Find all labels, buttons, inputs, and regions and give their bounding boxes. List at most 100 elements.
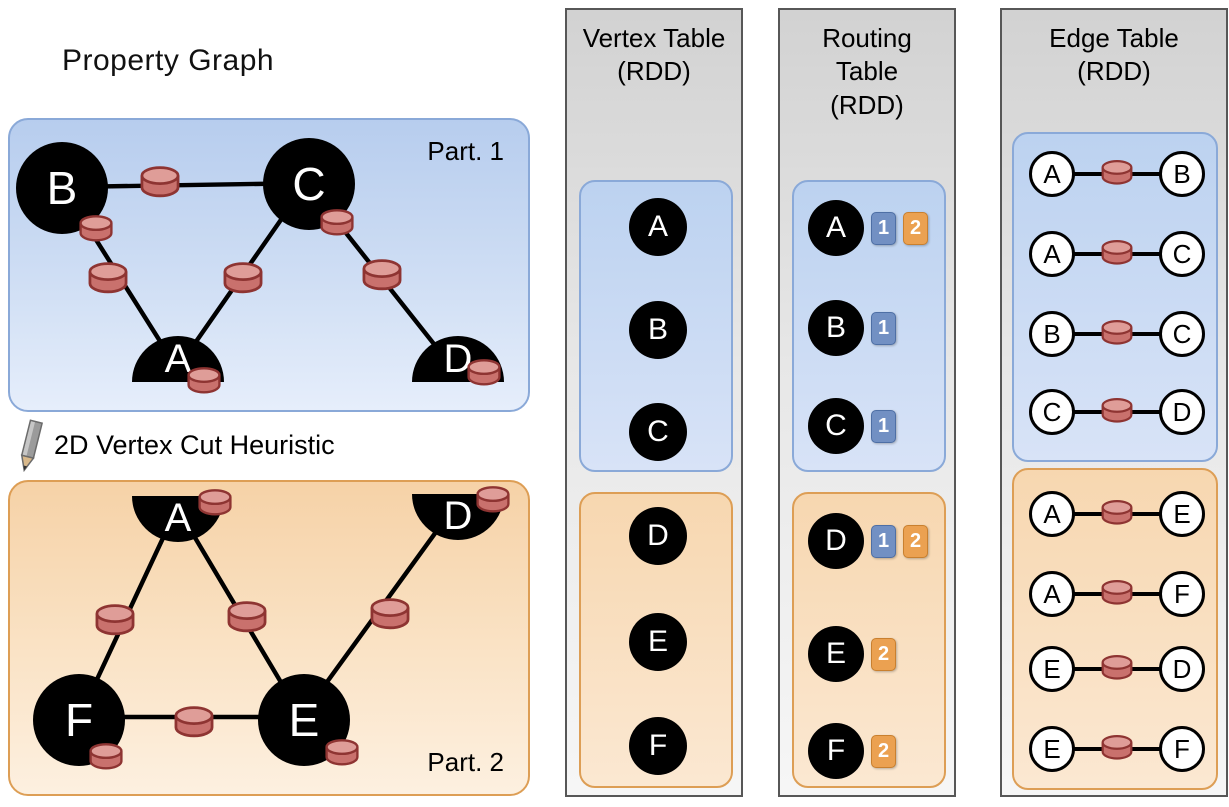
edge-src-vertex: A xyxy=(1029,491,1075,537)
vertex-chip: E xyxy=(808,626,864,682)
routing-row: D 1 2 xyxy=(808,513,928,569)
edge-row: A F xyxy=(1029,571,1205,617)
edge-property-icon xyxy=(95,604,135,636)
edge-src-vertex: E xyxy=(1029,646,1075,692)
routing-row: C 1 xyxy=(808,398,896,454)
edge-property-icon xyxy=(140,166,180,198)
edge-property-icon xyxy=(88,262,128,294)
edge-table-part2-box: A E A F E D E F xyxy=(1012,468,1218,790)
edge-dst-vertex: D xyxy=(1159,646,1205,692)
edge-dst-vertex: F xyxy=(1159,726,1205,772)
edge-row: E D xyxy=(1029,646,1205,692)
vertex-chip: C xyxy=(808,398,864,454)
pencil-icon xyxy=(20,419,44,473)
vertex-property-icon xyxy=(467,359,501,386)
edge-table-column: Edge Table (RDD) A B A C B C xyxy=(1000,8,1228,797)
routing-table-part2-box: D 1 2 E 2 F 2 xyxy=(792,492,946,788)
vertex-chip: F xyxy=(629,717,687,775)
partition-1-badge: 1 xyxy=(871,524,896,558)
vertex-chip: B xyxy=(629,301,687,359)
vertex-property-icon xyxy=(320,209,354,236)
edge-table-part1-box: A B A C B C C D xyxy=(1012,132,1218,462)
vertex-chip: C xyxy=(629,403,687,461)
edge-dst-vertex: C xyxy=(1159,311,1205,357)
edge-property-icon xyxy=(1101,580,1133,605)
partition-1-badge: 1 xyxy=(871,409,896,443)
routing-table-subtitle: (RDD) xyxy=(830,89,904,120)
partition-2-badge: 2 xyxy=(871,734,896,768)
edge-dst-vertex: B xyxy=(1159,151,1205,197)
partition-2-label: Part. 2 xyxy=(427,747,504,777)
routing-table-column: Routing Table (RDD) A 1 2 B 1 C 1 D 1 xyxy=(778,8,956,797)
vertex-chip: D xyxy=(808,513,864,569)
edge-property-icon xyxy=(227,601,267,633)
edge-property-icon xyxy=(1101,735,1133,760)
routing-row: F 2 xyxy=(808,723,896,779)
edge-row: A C xyxy=(1029,231,1205,277)
edge-src-vertex: E xyxy=(1029,726,1075,772)
edge-row: A B xyxy=(1029,151,1205,197)
edge-table-title: Edge Table (RDD) xyxy=(1002,10,1226,89)
cut-heuristic-label: 2D Vertex Cut Heuristic xyxy=(54,430,335,460)
partition-2-box: A D F E Part. 2 xyxy=(8,480,530,796)
vertex-table-column: Vertex Table (RDD) A B C D E F xyxy=(565,8,743,797)
vertex-b: B xyxy=(16,142,108,234)
edge-src-vertex: A xyxy=(1029,571,1075,617)
edge-property-icon xyxy=(174,706,214,738)
edge-property-icon xyxy=(1101,320,1133,345)
partition-1-badge: 1 xyxy=(871,311,896,345)
vertex-property-icon xyxy=(476,486,510,513)
vertex-property-icon xyxy=(89,743,123,770)
routing-table-title-line: Routing xyxy=(822,23,912,53)
partition-2-badge: 2 xyxy=(903,524,928,558)
edge-src-vertex: C xyxy=(1029,389,1075,435)
vertex-table-subtitle: (RDD) xyxy=(617,56,691,87)
edge-property-icon xyxy=(1101,160,1133,185)
edge-property-icon xyxy=(370,598,410,630)
vertex-property-icon xyxy=(325,739,359,766)
edge-row: B C xyxy=(1029,311,1205,357)
edge-table-title-line: Edge Table xyxy=(1049,23,1179,53)
edge-table-subtitle: (RDD) xyxy=(1077,56,1151,87)
edge-property-icon xyxy=(1101,398,1133,423)
edge-property-icon xyxy=(1101,240,1133,265)
partition-2-badge: 2 xyxy=(871,637,896,671)
edge-property-icon xyxy=(223,262,263,294)
vertex-table-title: Vertex Table (RDD) xyxy=(567,10,741,89)
edge-src-vertex: A xyxy=(1029,151,1075,197)
edge-row: E F xyxy=(1029,726,1205,772)
page-title: Property Graph xyxy=(62,44,275,77)
vertex-chip: A xyxy=(808,200,864,256)
edge-dst-vertex: C xyxy=(1159,231,1205,277)
vertex-chip: F xyxy=(808,723,864,779)
vertex-chip: A xyxy=(629,198,687,256)
vertex-table-title-line: Vertex Table xyxy=(582,23,726,53)
vertex-chip: E xyxy=(629,613,687,671)
routing-row: B 1 xyxy=(808,300,896,356)
partition-1-badge: 1 xyxy=(871,211,896,245)
vertex-chip: B xyxy=(808,300,864,356)
edge-dst-vertex: D xyxy=(1159,389,1205,435)
routing-table-title: Routing Table (RDD) xyxy=(780,10,954,122)
edge-property-icon xyxy=(1101,500,1133,525)
edge-src-vertex: A xyxy=(1029,231,1075,277)
edge-dst-vertex: E xyxy=(1159,491,1205,537)
partition-2-badge: 2 xyxy=(903,211,928,245)
edge-property-icon xyxy=(1101,655,1133,680)
vertex-property-icon xyxy=(79,215,113,242)
edge-dst-vertex: F xyxy=(1159,571,1205,617)
edge-property-icon xyxy=(362,259,402,291)
routing-table-part1-box: A 1 2 B 1 C 1 xyxy=(792,180,946,472)
partition-1-label: Part. 1 xyxy=(427,136,504,166)
edge-row: C D xyxy=(1029,389,1205,435)
vertex-chip: D xyxy=(629,507,687,565)
routing-row: E 2 xyxy=(808,626,896,682)
vertex-table-part1-box: A B C xyxy=(579,180,733,472)
routing-row: A 1 2 xyxy=(808,200,928,256)
partition-1-box: B C A D Part. 1 xyxy=(8,118,530,412)
routing-table-title-line: Table xyxy=(835,56,899,87)
edge-src-vertex: B xyxy=(1029,311,1075,357)
vertex-property-icon xyxy=(187,367,221,394)
vertex-table-part2-box: D E F xyxy=(579,492,733,788)
